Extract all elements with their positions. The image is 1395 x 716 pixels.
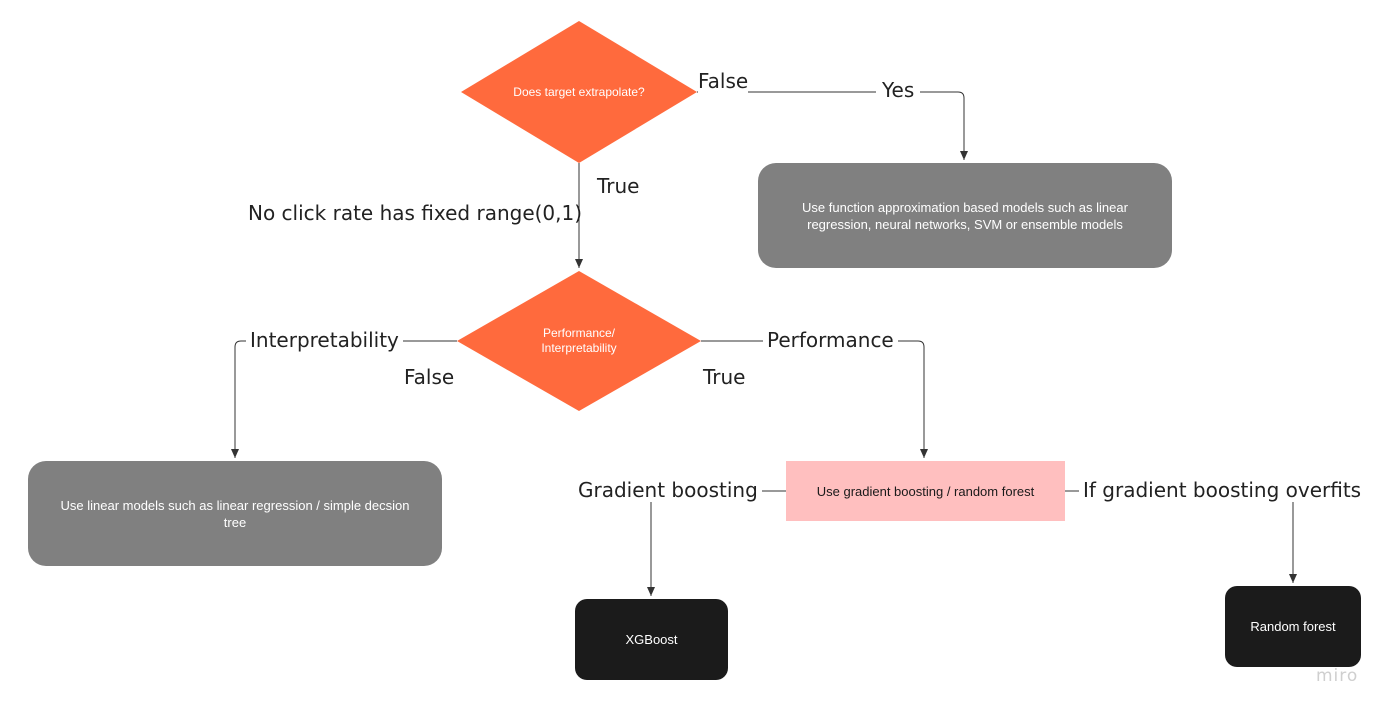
function-approx-box[interactable]: Use function approximation based models … [758, 163, 1172, 268]
edge-label-true-top: True [597, 174, 640, 198]
edge-label-true-mid: True [703, 365, 746, 389]
linear-models-text: Use linear models such as linear regress… [60, 497, 410, 530]
edge-gb-rf-to-random-forest [1065, 490, 1297, 583]
edge-extrapolate-false-to-function-approx [697, 91, 968, 160]
edge-label-interpretability: Interpretability [246, 328, 403, 352]
edge-label-gradient-boosting: Gradient boosting [574, 478, 762, 502]
edge-interpretability-to-linear-models [231, 340, 457, 458]
random-forest-text: Random forest [1250, 619, 1336, 634]
xgboost-text: XGBoost [625, 632, 678, 647]
edge-label-performance: Performance [763, 328, 898, 352]
edge-label-yes: Yes [876, 78, 921, 102]
gb-rf-text: Use gradient boosting / random forest [816, 483, 1035, 499]
edge-gb-rf-to-xgboost [647, 490, 786, 596]
edge-label-if-gb-overfits: If gradient boosting overfits [1079, 478, 1366, 502]
linear-models-box[interactable]: Use linear models such as linear regress… [28, 461, 442, 566]
random-forest-box[interactable]: Random forest [1225, 586, 1361, 667]
miro-watermark: miro [1316, 666, 1359, 686]
decision-perf-interp-shape[interactable] [457, 271, 701, 411]
gb-rf-box[interactable]: Use gradient boosting / random forest [786, 461, 1065, 521]
xgboost-box[interactable]: XGBoost [575, 599, 728, 680]
function-approx-text: Use function approximation based models … [802, 199, 1128, 232]
edge-label-no-click-rate: No click rate has fixed range(0,1) [248, 201, 583, 225]
decision-extrapolate-label: Does target extrapolate? [513, 84, 645, 99]
decision-perf-interp-label: Performance/ Interpretability [541, 326, 617, 355]
edge-performance-to-gb-rf [701, 340, 928, 458]
decision-extrapolate-shape[interactable] [461, 21, 697, 163]
edge-label-false-mid: False [404, 365, 455, 389]
edge-label-false-top: False [698, 69, 749, 93]
